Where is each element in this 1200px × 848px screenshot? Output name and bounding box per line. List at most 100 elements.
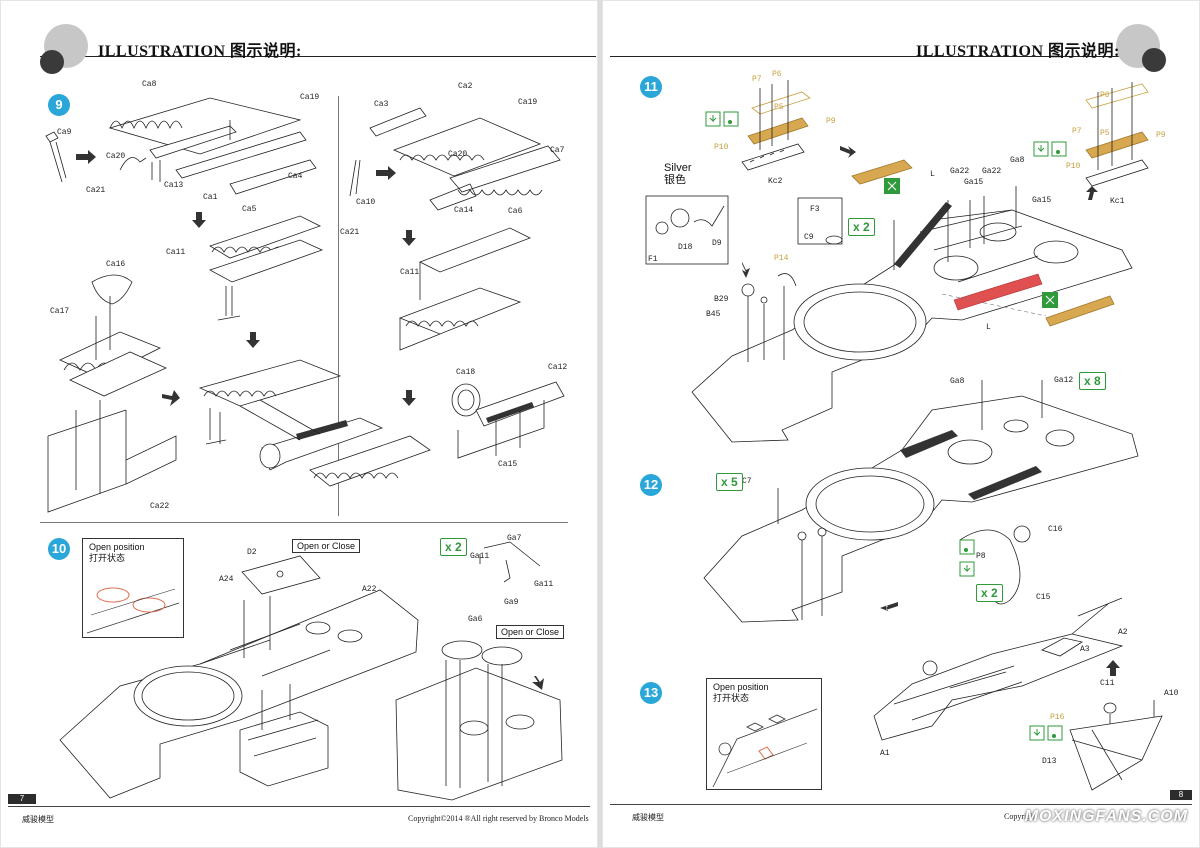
page-number: 7 xyxy=(8,794,36,804)
label-a22: A22 xyxy=(362,585,377,594)
label-p10-right: P10 xyxy=(1066,162,1081,171)
header-disc-dark-right xyxy=(1142,48,1166,72)
label-d2: D2 xyxy=(247,548,257,557)
label-ca20-right: Ca20 xyxy=(448,150,468,159)
label-ca5: Ca5 xyxy=(242,205,257,214)
gearbox-right-lower xyxy=(451,381,565,459)
label-ca17: Ca17 xyxy=(50,307,70,316)
label-ca19: Ca19 xyxy=(300,93,320,102)
label-a2: A2 xyxy=(1118,628,1128,637)
label-ca3: Ca3 xyxy=(374,100,389,109)
label-ga11-left: Ga11 xyxy=(470,552,490,561)
multiplier-badge-x5: x 5 xyxy=(716,473,743,491)
step-13-badge: 13 xyxy=(640,682,662,704)
multiplier-badge-x2: x 2 xyxy=(440,538,467,556)
label-ga12: Ga12 xyxy=(1054,376,1074,385)
label-c7: C7 xyxy=(742,477,752,486)
label-f1: F1 xyxy=(648,255,658,264)
label-ca22: Ca22 xyxy=(150,502,170,511)
left-page: ILLUSTRATION 图示说明: 9 xyxy=(0,0,598,848)
copyright-text: Copyright©2014 ®All right reserved by Br… xyxy=(408,814,589,823)
page-gutter xyxy=(598,0,602,848)
label-ga7: Ga7 xyxy=(507,534,522,543)
label-kc1: Kc1 xyxy=(1110,197,1125,206)
radiator-assembly-left xyxy=(45,97,317,195)
inset-caption-cn: 打开状态 xyxy=(89,553,126,563)
page-title-right: ILLUSTRATION 图示说明: xyxy=(916,43,1120,60)
label-ca21-right: Ca21 xyxy=(340,228,360,237)
cooling-pack-right xyxy=(349,107,561,211)
label-f3: F3 xyxy=(810,205,820,214)
footer-rule xyxy=(8,806,590,807)
label-c9: C9 xyxy=(804,233,814,242)
label-a24: A24 xyxy=(219,575,234,584)
header-disc-dark xyxy=(40,50,64,74)
step-divider xyxy=(40,522,568,523)
label-ca20: Ca20 xyxy=(106,152,126,161)
label-ca11-right: Ca11 xyxy=(400,268,420,277)
inset-caption: Open position 打开状态 xyxy=(89,542,145,564)
copyright-text-right: Copyright xyxy=(1004,812,1037,821)
label-c16: C16 xyxy=(1048,525,1063,534)
label-ga8: Ga8 xyxy=(1010,156,1025,165)
inset-caption-en: Open position xyxy=(89,542,145,552)
step-9-drawing xyxy=(45,97,565,513)
label-ga9: Ga9 xyxy=(504,598,519,607)
label-p7-right: P7 xyxy=(1072,127,1082,136)
label-ga6: Ga6 xyxy=(468,615,483,624)
silver-note: Silver 银色 xyxy=(664,162,692,186)
label-ca2: Ca2 xyxy=(458,82,473,91)
step-10-drawing xyxy=(59,541,563,801)
label-ga11-right: Ga11 xyxy=(534,580,554,589)
inset-caption-en-step13: Open position xyxy=(713,682,769,692)
header-rule xyxy=(40,56,596,57)
label-d18: D18 xyxy=(678,243,693,252)
label-ga22-2: Ga22 xyxy=(982,167,1002,176)
label-c15: C15 xyxy=(1036,593,1051,602)
cooling-pack-right-mid xyxy=(398,227,531,406)
label-p6-right: P6 xyxy=(1100,91,1110,100)
label-ca4: Ca4 xyxy=(288,172,303,181)
label-p9: P9 xyxy=(826,117,836,126)
engine-block-lower xyxy=(198,359,431,487)
step-10-badge: 10 xyxy=(48,538,70,560)
open-or-close-label-2: Open or Close xyxy=(496,625,565,639)
right-page: ILLUSTRATION 图示说明: 11 xyxy=(602,0,1200,848)
label-p7: P7 xyxy=(752,75,762,84)
label-ga15-2: Ga15 xyxy=(1032,196,1052,205)
engine-assembly-mid xyxy=(192,212,324,348)
label-ca10: Ca10 xyxy=(356,198,376,207)
label-l-top: L xyxy=(930,170,935,179)
label-p9-right: P9 xyxy=(1156,131,1166,140)
label-b29: B29 xyxy=(714,295,729,304)
label-ca6: Ca6 xyxy=(508,207,523,216)
label-ca14: Ca14 xyxy=(454,206,474,215)
silver-label-cn: 银色 xyxy=(664,174,686,186)
step-12-badge: 12 xyxy=(640,474,662,496)
footer-brand: 威骏模型 xyxy=(22,815,54,824)
silver-label-en: Silver xyxy=(664,162,692,174)
column-divider xyxy=(338,96,339,516)
engine-with-cradle xyxy=(47,274,180,513)
open-position-inset: Open position 打开状态 xyxy=(82,538,184,638)
label-a3: A3 xyxy=(1080,645,1090,654)
open-or-close-label-1: Open or Close xyxy=(292,539,361,553)
label-ca19-right: Ca19 xyxy=(518,98,538,107)
step-13-drawing xyxy=(1029,700,1163,791)
label-p14: P14 xyxy=(774,254,789,263)
step-9-badge: 9 xyxy=(48,94,70,116)
label-ga22-1: Ga22 xyxy=(950,167,970,176)
label-ca9: Ca9 xyxy=(57,128,72,137)
header-rule-right xyxy=(610,56,1158,57)
label-ga8-step12: Ga8 xyxy=(950,377,965,386)
label-ca21: Ca21 xyxy=(86,186,106,195)
label-ca12: Ca12 xyxy=(548,363,568,372)
inset-caption-step13: Open position 打开状态 xyxy=(713,682,769,704)
label-ca16: Ca16 xyxy=(106,260,126,269)
label-ca15: Ca15 xyxy=(498,460,518,469)
inset-caption-cn-step13: 打开状态 xyxy=(713,693,750,703)
label-a10: A10 xyxy=(1164,689,1179,698)
label-l-bottom: L xyxy=(986,323,991,332)
step-12-drawing xyxy=(703,380,1139,741)
label-p6: P6 xyxy=(772,70,782,79)
